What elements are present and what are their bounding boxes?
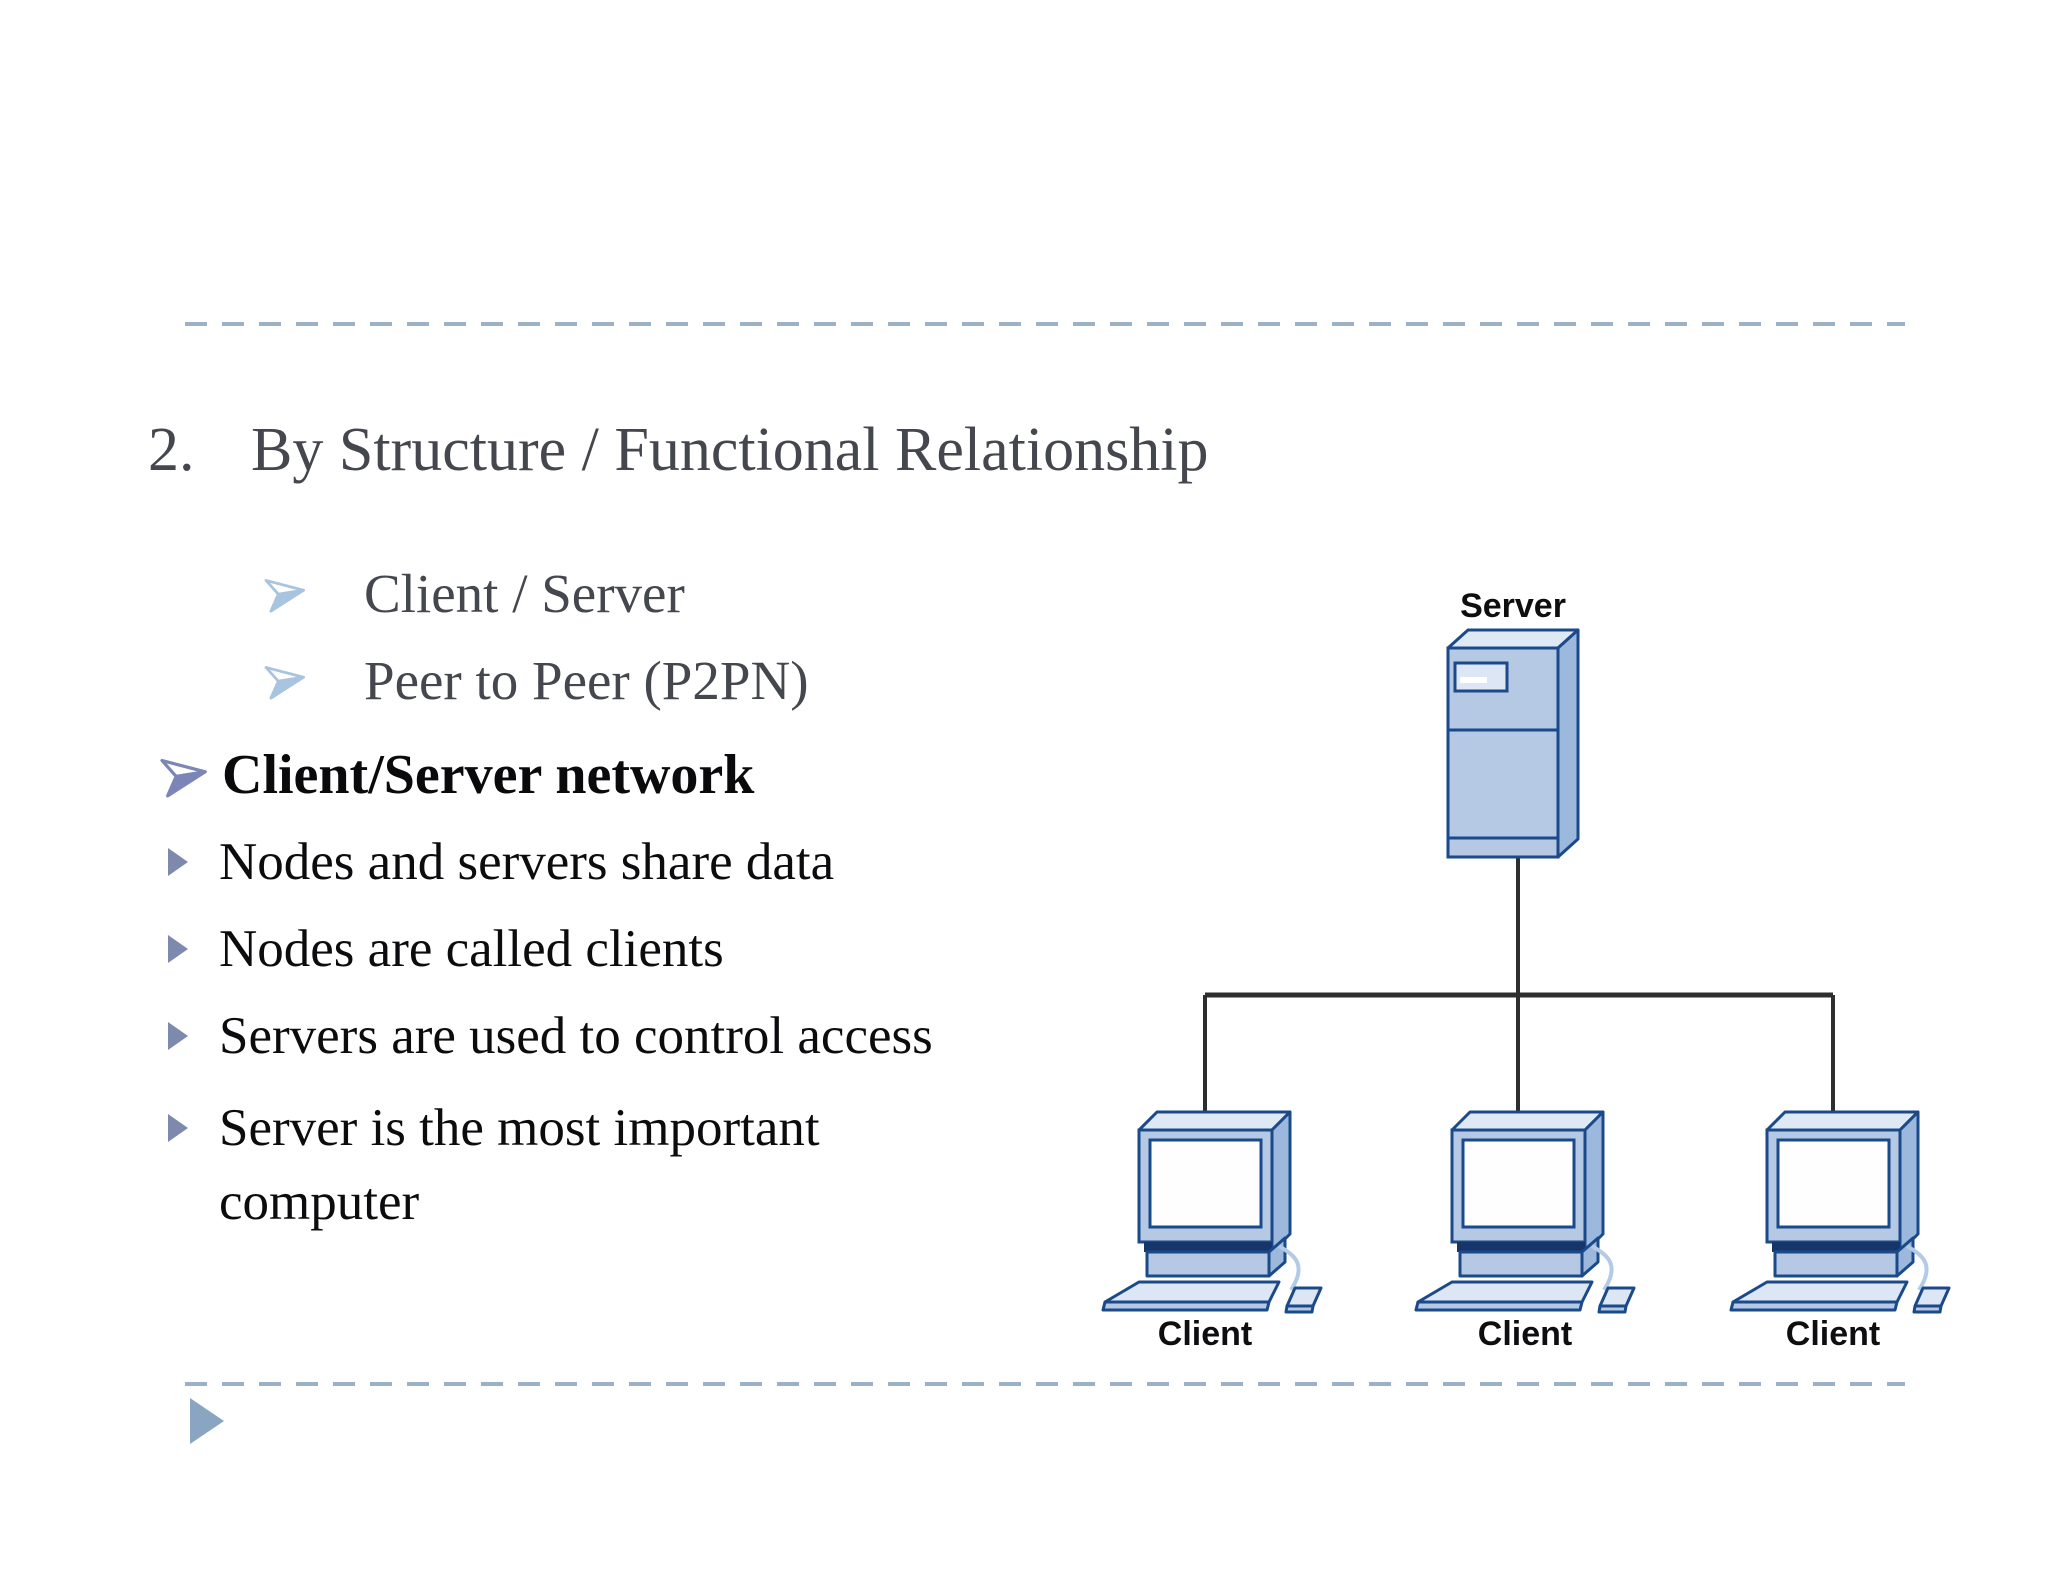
bullet-label: Nodes and servers share data: [219, 833, 835, 891]
page-title: By Structure / Functional Relationship: [251, 416, 1209, 484]
triangle-bullet-icon: [168, 1114, 188, 1142]
triangle-bullet-icon: [168, 848, 188, 876]
client-label-3: Client: [1785, 1315, 1881, 1353]
sub-bullet-label: Peer to Peer (P2PN): [364, 649, 809, 711]
bottom-divider-line: [185, 1382, 1905, 1386]
client-computer-3: [1729, 1110, 1951, 1314]
triangle-bullet-icon: [168, 935, 188, 963]
client-computer-1: [1101, 1110, 1323, 1314]
bullet-label: Nodes are called clients: [219, 920, 724, 978]
server-label: Server: [1460, 587, 1566, 625]
client-label-2: Client: [1477, 1315, 1573, 1353]
bullet-label: Server is the most important computer: [219, 1099, 820, 1231]
bullet-client-server-network: Client/Server network: [160, 735, 755, 815]
arrow-bullet-icon: [264, 579, 305, 613]
arrow-bullet-icon: [160, 758, 207, 798]
footer-triangle-icon: [190, 1398, 224, 1444]
bullet-label: Servers are used to control access: [219, 1007, 933, 1065]
client-label-1: Client: [1157, 1315, 1253, 1353]
top-divider-line: [185, 322, 1905, 326]
triangle-bullet-icon: [168, 1022, 188, 1050]
sub-bullet-peer-to-peer: Peer to Peer (P2PN): [264, 640, 809, 720]
client-computer-2: [1414, 1110, 1636, 1314]
bullet-nodes-share-data: Nodes and servers share data: [168, 822, 834, 902]
bullet-servers-control-access: Servers are used to control access: [168, 996, 933, 1076]
network-diagram: [1101, 628, 1951, 1314]
bullet-nodes-called-clients: Nodes are called clients: [168, 909, 724, 989]
sub-bullet-client-server: Client / Server: [264, 553, 685, 633]
network-cables: [1203, 857, 1835, 1135]
slide-number: 2.: [148, 416, 195, 484]
bullet-server-most-important: Server is the most important computer: [168, 1091, 919, 1239]
server-tower-icon: [1446, 628, 1580, 859]
arrow-bullet-icon: [264, 666, 305, 700]
emphasis-bullet-label: Client/Server network: [222, 744, 755, 806]
sub-bullet-label: Client / Server: [364, 562, 685, 624]
